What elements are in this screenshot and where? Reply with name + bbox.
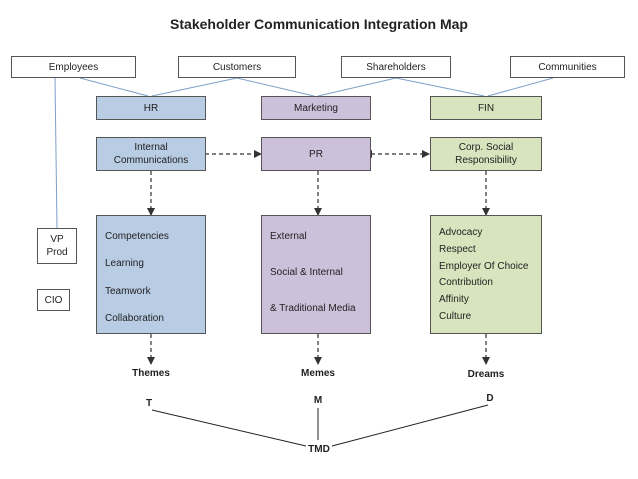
cio-box: CIO — [37, 289, 70, 311]
line-employees-hr — [79, 77, 149, 97]
line-customers-marketing — [236, 77, 315, 97]
func-internal-communications: Internal Communications — [96, 137, 206, 171]
vp-prod-label: VP Prod — [46, 234, 68, 258]
list-item: Respect — [439, 243, 476, 255]
letter-d: D — [486, 393, 494, 404]
line-employees-vp — [54, 77, 58, 229]
vp-prod-box: VP Prod — [37, 228, 77, 264]
list-item: Learning — [105, 258, 144, 270]
stakeholder-customers: Customers — [178, 56, 296, 78]
stakeholder-shareholders: Shareholders — [341, 56, 451, 78]
line-d-tmd — [331, 404, 489, 447]
list-item: Culture — [439, 310, 472, 322]
letter-m: M — [313, 395, 323, 406]
output-dreams: Dreams — [467, 369, 505, 380]
output-memes: Memes — [301, 368, 335, 379]
column-internal: Competencies Learning Teamwork Collabora… — [96, 215, 206, 334]
diagram-title: Stakeholder Communication Integration Ma… — [170, 16, 468, 32]
dept-marketing: Marketing — [261, 96, 371, 120]
stakeholder-employees: Employees — [11, 56, 136, 78]
list-item: Affinity — [439, 294, 469, 306]
column-csr: Advocacy Respect Employer Of Choice Cont… — [430, 215, 542, 334]
func-csr-label: Corp. Social Responsibility — [455, 142, 517, 166]
func-csr: Corp. Social Responsibility — [430, 137, 542, 171]
line-customers-hr — [151, 77, 238, 97]
func-pr: PR — [261, 137, 371, 171]
tmd-label: TMD — [308, 444, 330, 455]
column-external: External Social & Internal & Traditional… — [261, 215, 371, 334]
list-item: Collaboration — [105, 312, 164, 324]
list-item: External — [270, 231, 307, 242]
line-t-tmd — [151, 409, 307, 447]
output-themes: Themes — [132, 368, 170, 379]
list-item: Employer Of Choice — [439, 260, 529, 272]
list-item: Contribution — [439, 277, 493, 289]
list-item: Advocacy — [439, 227, 483, 238]
line-shareholders-fin — [395, 77, 485, 97]
func-internal-communications-label: Internal Communications — [113, 142, 189, 166]
list-item: & Traditional Media — [270, 303, 356, 314]
stakeholder-communities: Communities — [510, 56, 625, 78]
dept-hr: HR — [96, 96, 206, 120]
letter-t: T — [145, 398, 153, 409]
list-item: Social & Internal — [270, 267, 343, 278]
list-item: Competencies — [105, 231, 169, 242]
dept-fin: FIN — [430, 96, 542, 120]
list-item: Teamwork — [105, 285, 151, 297]
line-communities-fin — [487, 77, 554, 97]
line-shareholders-marketing — [317, 77, 397, 97]
